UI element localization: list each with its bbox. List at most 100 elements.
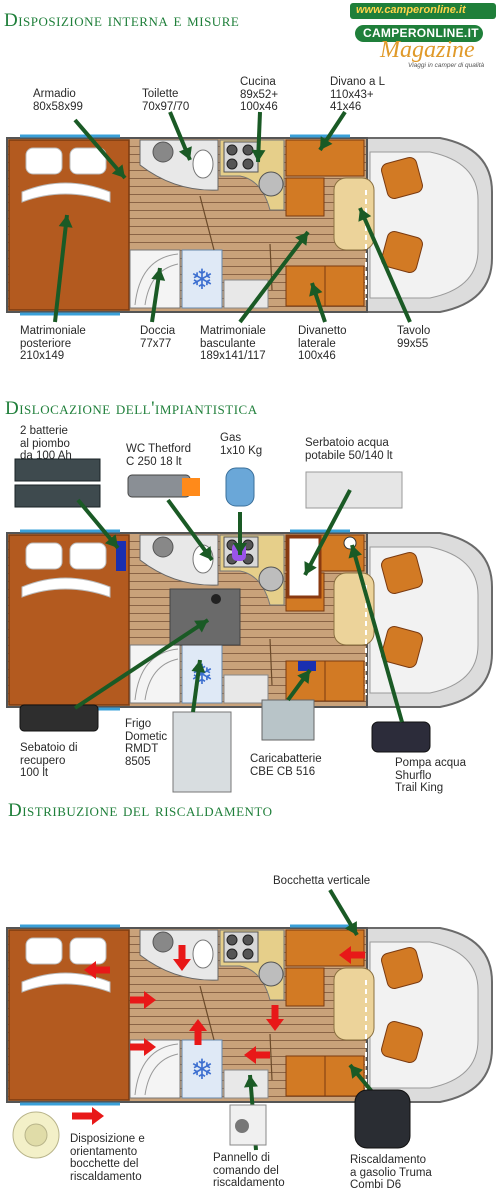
pointer-arrow-icon — [348, 545, 362, 559]
sofa-cushion — [285, 177, 325, 217]
shower-curve — [144, 658, 179, 701]
pointer-line — [166, 498, 214, 562]
charger-marker — [298, 661, 316, 671]
label-doccia: Doccia 77x77 — [140, 325, 176, 350]
snowflake-icon: ❄ — [190, 1054, 213, 1085]
pointer-arrow-icon — [358, 208, 372, 222]
brand-url-bar: www.camperonline.it — [350, 3, 496, 19]
pillow — [69, 937, 107, 965]
pointer-arrow-icon — [151, 268, 166, 281]
heat-vent-arrow-icon — [189, 1019, 207, 1031]
label-pompa: Pompa acqua Shurflo Trail King — [395, 757, 466, 794]
heading-systems: Dislocazione dell'impiantistica — [5, 398, 258, 419]
cab-seat — [381, 552, 423, 594]
cab-seat — [381, 157, 423, 199]
sink-basin — [152, 931, 174, 953]
burner — [226, 934, 238, 946]
label-frigo: Frigo Dometic RMDT 8505 — [125, 718, 168, 768]
shower-curve — [134, 648, 179, 701]
heat-vent-arrow-icon — [84, 961, 96, 979]
sofa-cushion — [285, 967, 325, 1007]
label-toilette: Toilette 70x97/70 — [142, 88, 190, 113]
wc-bowl — [192, 939, 214, 969]
heading-layout: Disposizione interna e misure — [4, 10, 240, 31]
pointer-arrow-icon — [178, 146, 192, 160]
label-gas: Gas 1x10 Kg — [220, 432, 263, 457]
pointer-arrow-icon — [309, 283, 323, 297]
label-serbatoio: Serbatoio acqua potabile 50/140 lt — [305, 437, 393, 462]
waste-tank-icon — [19, 704, 99, 732]
battery-icon — [14, 484, 101, 508]
pointer-arrow-icon — [350, 1065, 364, 1079]
pointer-arrow-icon — [104, 534, 118, 548]
pointer-arrow-icon — [320, 136, 333, 150]
label-pannello: Pannello di comando del riscaldamento — [213, 1152, 285, 1189]
wc-cassette-icon — [127, 474, 191, 498]
snowflake-icon: ❄ — [190, 264, 213, 295]
pointer-line — [73, 618, 210, 710]
pointer-arrow-icon — [191, 660, 206, 673]
drop-bed-line — [269, 1033, 273, 1081]
heading-heating: Distribuzione del riscaldamento — [8, 800, 273, 821]
pointer-arrow-icon — [344, 921, 357, 935]
wc-handle-icon — [182, 478, 200, 496]
brand-logo: CAMPERONLINE.IT — [355, 25, 483, 42]
brand-logo-text: CAMPERONLINE.IT — [363, 26, 479, 40]
bed-sheet — [21, 577, 111, 598]
label-matrimoniale-posteriore: Matrimoniale posteriore 210x149 — [20, 325, 86, 362]
label-disposizione: Disposizione e orientamento bocchette de… — [70, 1133, 145, 1183]
label-bocchetta: Bocchetta verticale — [273, 875, 371, 887]
label-cucina: Cucina 89x52+ 100x46 — [240, 76, 279, 113]
fridge — [181, 644, 223, 704]
fridge-icon — [172, 711, 232, 793]
battery-icon — [14, 458, 101, 482]
kitchen-sink — [258, 171, 284, 197]
label-wc: WC Thetford C 250 18 lt — [126, 443, 191, 468]
label-divanetto: Divanetto laterale 100x46 — [298, 325, 347, 362]
pillow — [25, 542, 63, 570]
heat-vent-arrow-icon — [144, 991, 156, 1009]
pointer-arrow-icon — [111, 164, 125, 178]
pointer-arrow-icon — [295, 232, 308, 246]
drop-bed-line — [269, 638, 273, 686]
label-truma: Riscaldamento a gasolio Truma Combi D6 — [350, 1154, 432, 1191]
pointer-arrow-icon — [199, 546, 212, 560]
shower-curve — [134, 253, 179, 306]
heater-icon — [354, 1089, 411, 1149]
drop-bed-line — [199, 195, 215, 251]
pointer-arrow-icon — [297, 670, 310, 684]
label-caricabatterie: Caricabatterie CBE CB 516 — [250, 753, 322, 778]
charger-icon — [261, 699, 315, 741]
brand-magazine: Magazine — [380, 37, 475, 63]
floor-plan-heating: ❄ — [6, 924, 493, 1106]
water-tank-icon — [305, 471, 403, 509]
burner — [226, 144, 238, 156]
label-matrimoniale-basculante: Matrimoniale basculante 189x141/117 — [200, 325, 266, 362]
pointer-line — [303, 489, 352, 576]
heat-vent-arrow-icon — [144, 1038, 156, 1056]
label-divano: Divano a L 110x43+ 41x46 — [330, 76, 385, 113]
cab-seat — [381, 947, 423, 989]
sink-basin — [152, 536, 174, 558]
fridge — [181, 249, 223, 309]
pointer-arrow-icon — [251, 149, 266, 162]
pillow — [69, 147, 107, 175]
pointer-arrow-icon — [243, 1075, 258, 1088]
pointer-arrow-icon — [194, 620, 208, 633]
shower-curve — [144, 1053, 179, 1096]
cab-seat — [381, 626, 423, 668]
wc-bowl — [192, 149, 214, 179]
label-recupero: Sebatoio di recupero 100 lt — [20, 742, 78, 779]
cab-seat — [381, 1021, 423, 1063]
kitchen-sink — [258, 566, 284, 592]
heat-vent-arrow-icon — [244, 1046, 256, 1064]
drop-bed-line — [199, 985, 215, 1041]
cab-seat — [381, 231, 423, 273]
brand-tagline: Viaggi in camper di qualità — [408, 62, 485, 69]
sink-basin — [152, 141, 174, 163]
control-knob-icon — [235, 1119, 249, 1133]
label-armadio: Armadio 80x58x99 — [33, 88, 83, 113]
burner — [226, 158, 238, 170]
burner — [242, 158, 254, 170]
